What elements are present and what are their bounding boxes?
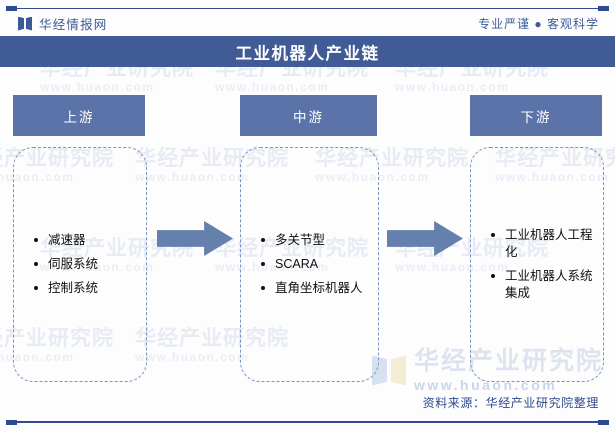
brand-logo[interactable]: 华经情报网 (18, 14, 108, 33)
stage-item-list: 多关节型 SCARA 直角坐标机器人 (241, 232, 378, 297)
stage-body-midstream: 多关节型 SCARA 直角坐标机器人 (240, 147, 379, 382)
page-title: 工业机器人产业链 (235, 44, 380, 63)
stage-item-list: 工业机器人工程化 工业机器人系统集成 (471, 227, 603, 302)
divider-line (8, 7, 607, 10)
watermark-url: www.huaon.com (215, 80, 330, 94)
stage-midstream: 中游 多关节型 SCARA 直角坐标机器人 (240, 95, 379, 382)
list-item: 直角坐标机器人 (259, 280, 378, 297)
brand-tagline: 专业严谨 ● 客观科学 (478, 17, 599, 31)
stage-label: 上游 (63, 109, 95, 125)
stage-label: 中游 (293, 109, 324, 125)
divider-line (8, 421, 607, 423)
list-item: 工业机器人工程化 (489, 227, 603, 261)
stage-body-upstream: 减速器 伺服系统 控制系统 (13, 147, 147, 382)
stage-upstream: 上游 减速器 伺服系统 控制系统 (13, 95, 147, 382)
chart-title-bar: 工业机器人产业链 (0, 36, 615, 67)
stage-item-list: 减速器 伺服系统 控制系统 (14, 232, 146, 297)
stage-header-upstream[interactable]: 上游 (13, 95, 145, 136)
logo-left-wing (18, 16, 24, 31)
stage-header-downstream[interactable]: 下游 (470, 95, 602, 136)
divider-cap-right (598, 6, 609, 11)
huajing-logo-icon (18, 16, 32, 31)
list-item: 减速器 (32, 232, 146, 249)
source-attribution: 资料来源：华经产业研究院整理 (422, 396, 599, 410)
list-item: 伺服系统 (32, 256, 146, 273)
list-item: 多关节型 (259, 232, 378, 249)
top-divider (0, 6, 615, 11)
watermark-url: www.huaon.com (40, 80, 155, 94)
brand-name: 华经情报网 (39, 18, 108, 32)
logo-right-wing (390, 355, 406, 386)
footer: 资料来源：华经产业研究院整理 (0, 392, 615, 432)
brand-row: 华经情报网 专业严谨 ● 客观科学 (0, 12, 615, 36)
arrow-shape (387, 221, 463, 256)
stage-downstream: 下游 工业机器人工程化 工业机器人系统集成 (470, 95, 604, 382)
list-item: 工业机器人系统集成 (489, 268, 603, 302)
right-arrow-icon (157, 221, 233, 256)
right-arrow-icon (387, 221, 463, 256)
arrow-shape (157, 221, 233, 256)
watermark-url: www.huaon.com (395, 80, 510, 94)
divider-cap-right (598, 420, 609, 425)
list-item: 控制系统 (32, 280, 146, 297)
stage-header-midstream[interactable]: 中游 (240, 95, 377, 136)
stage-body-downstream: 工业机器人工程化 工业机器人系统集成 (470, 147, 604, 382)
list-item: SCARA (259, 256, 378, 273)
stage-label: 下游 (520, 109, 552, 125)
logo-right-wing (26, 16, 32, 31)
